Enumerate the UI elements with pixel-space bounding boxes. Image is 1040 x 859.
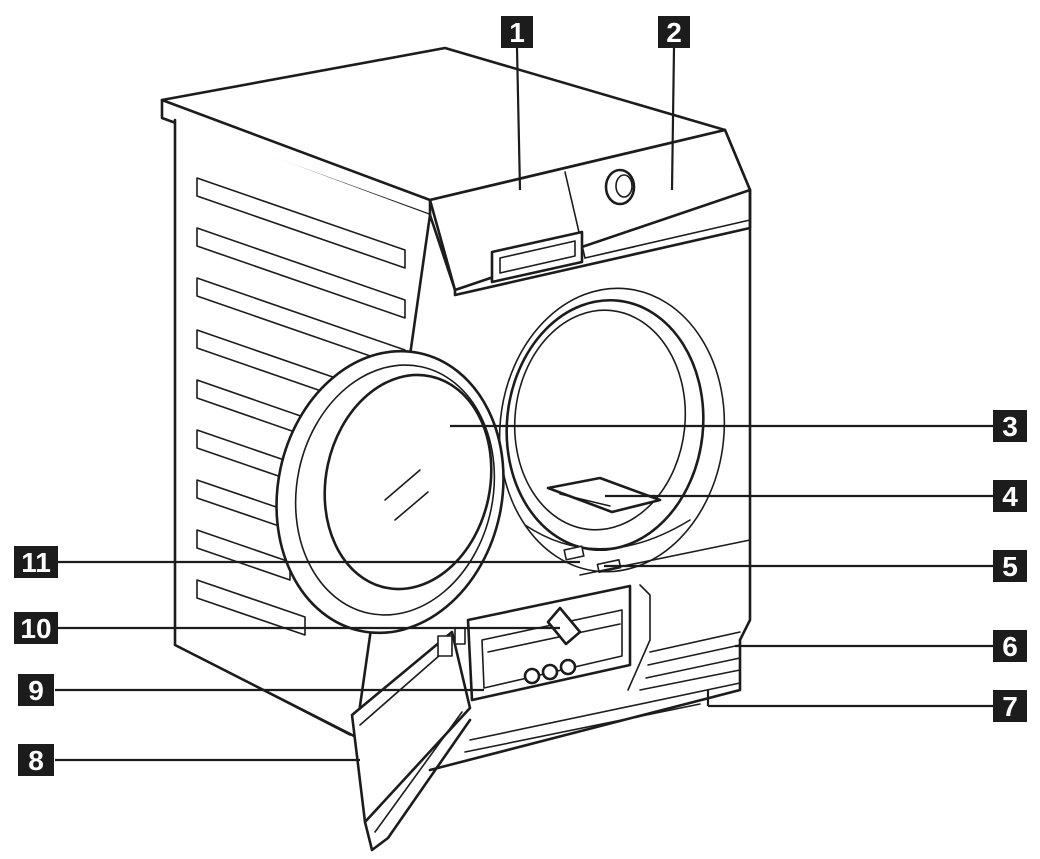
callout-7-label: 7 xyxy=(1002,691,1018,722)
heat-exchanger-locks xyxy=(523,658,577,685)
drum-opening xyxy=(498,287,726,573)
water-container-drawer xyxy=(490,230,584,284)
callout-4: 4 xyxy=(993,480,1027,512)
callout-9-label: 9 xyxy=(28,675,44,706)
callout-2-label: 2 xyxy=(666,17,682,48)
callout-7: 7 xyxy=(993,690,1027,722)
callout-1-label: 1 xyxy=(509,17,525,48)
callout-6-label: 6 xyxy=(1002,631,1018,662)
callout-11-label: 11 xyxy=(21,547,51,578)
heat-exchanger-compartment xyxy=(466,584,651,702)
leader-lines xyxy=(55,47,993,762)
filter xyxy=(546,476,662,514)
callout-1: 1 xyxy=(501,16,533,48)
callout-3: 3 xyxy=(993,410,1027,442)
control-panel xyxy=(428,128,752,297)
air-vents xyxy=(464,631,741,753)
callout-5-label: 5 xyxy=(1002,551,1018,582)
callout-10: 10 xyxy=(14,612,58,644)
callout-3-label: 3 xyxy=(1002,411,1018,442)
callout-2: 2 xyxy=(658,16,690,48)
callout-6: 6 xyxy=(993,630,1027,662)
callout-8: 8 xyxy=(18,744,54,776)
program-knob xyxy=(604,168,636,206)
callout-4-label: 4 xyxy=(1002,481,1018,512)
callout-5: 5 xyxy=(993,550,1027,582)
heat-exchanger-flap xyxy=(350,627,472,852)
callout-8-label: 8 xyxy=(28,745,44,776)
callout-9: 9 xyxy=(18,674,54,706)
callout-10-label: 10 xyxy=(20,613,51,644)
callout-11: 11 xyxy=(14,546,58,578)
